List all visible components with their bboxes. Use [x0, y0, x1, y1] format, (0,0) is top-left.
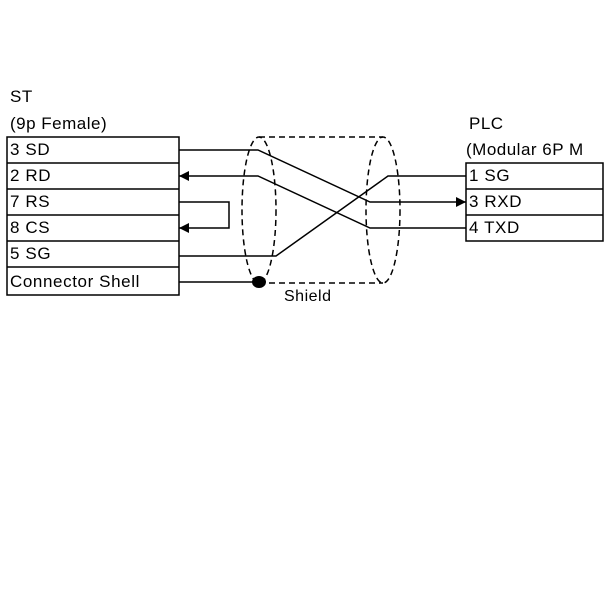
left-pin-rs: 7 RS	[10, 192, 51, 211]
wire-txd-to-rd	[179, 171, 466, 229]
left-pin-connector-shell: Connector Shell	[10, 272, 140, 291]
left-connector-box	[6, 136, 180, 296]
shield-cable	[241, 136, 401, 284]
left-connector-subtitle: (9p Female)	[10, 114, 108, 133]
right-pin-rxd: 3 RXD	[469, 192, 523, 211]
left-connector-title: ST	[10, 87, 33, 106]
wire-sg-to-sg	[179, 175, 466, 257]
wire-rs-cs-loopback	[179, 201, 230, 233]
left-pin-rd: 2 RD	[10, 166, 52, 185]
right-pin-sg: 1 SG	[469, 166, 511, 185]
shield-junction-dot	[252, 276, 266, 288]
shield-label: Shield	[284, 288, 332, 305]
wire-sd-to-rxd	[179, 149, 466, 207]
right-connector-subtitle: (Modular 6P M	[466, 140, 584, 159]
right-pin-txd: 4 TXD	[469, 218, 520, 237]
right-connector-title: PLC	[469, 114, 504, 133]
left-pin-sg: 5 SG	[10, 244, 52, 263]
left-pin-cs: 8 CS	[10, 218, 51, 237]
left-pin-sd: 3 SD	[10, 140, 51, 159]
